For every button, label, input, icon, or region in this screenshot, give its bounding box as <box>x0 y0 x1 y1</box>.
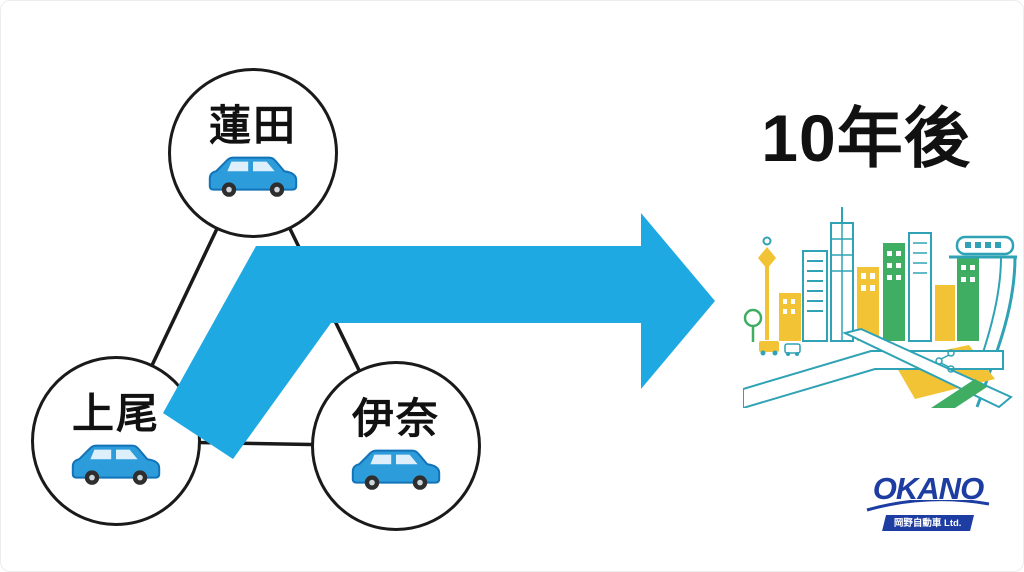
car-icon <box>208 156 298 197</box>
logo-company-name: 岡野自動車 Ltd. <box>894 517 962 528</box>
logo-wordmark: OKANO <box>872 471 984 506</box>
node-hasuda-label: 蓮田 <box>208 102 297 149</box>
car-icon <box>351 449 441 490</box>
node-ageo: 上尾 <box>31 356 201 526</box>
logo-swoosh-icon <box>866 500 990 512</box>
node-ageo-label: 上尾 <box>71 390 160 437</box>
heading-10-years-later: 10年後 <box>761 101 971 175</box>
city-illustration <box>743 207 1017 408</box>
company-logo: OKANO 岡野自動車 Ltd. <box>853 473 1003 531</box>
logo-banner: 岡野自動車 Ltd. <box>882 514 974 531</box>
node-ina-label: 伊奈 <box>351 395 440 442</box>
node-hasuda: 蓮田 <box>168 68 338 238</box>
car-icon <box>71 444 161 485</box>
node-ina: 伊奈 <box>311 361 481 531</box>
